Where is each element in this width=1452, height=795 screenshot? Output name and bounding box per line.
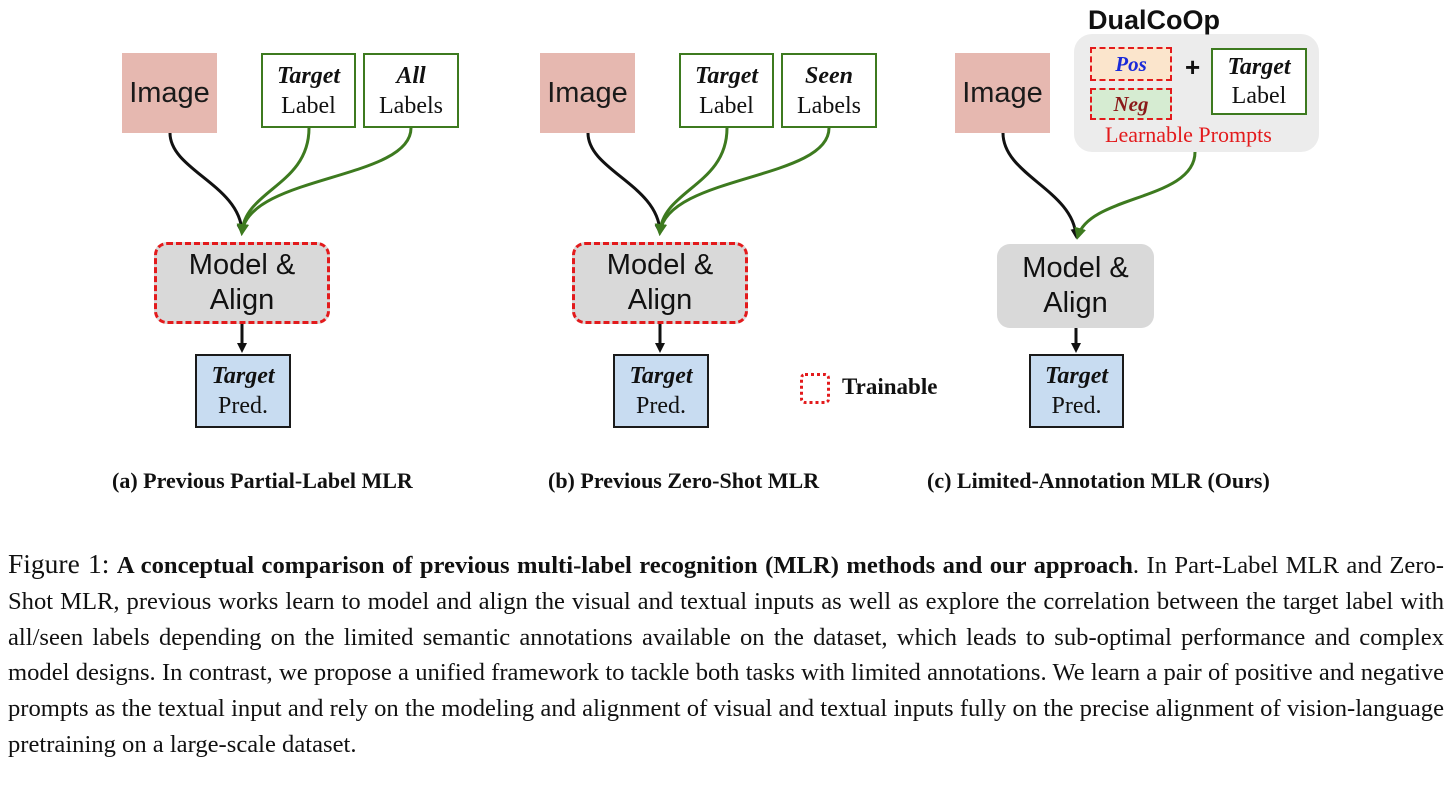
panel-a-target-label-box: Target Label [261,53,356,128]
panel-a-all-labels-em: All [396,62,426,89]
panel-a-pred-em: Target [211,363,275,389]
panel-c-target-label-text: Label [1231,82,1287,109]
panel-b-model-line1: Model & [606,249,714,281]
panel-b-target-pred-box: Target Pred. [613,354,709,428]
panel-b-image-box: Image [540,53,635,133]
arrow-b-image-to-model [586,132,665,235]
panel-c-image-box: Image [955,53,1050,133]
arrow-b-target-to-model [654,127,729,236]
panel-c-model-align-box: Model & Align [997,244,1154,328]
panel-a-subcaption: (a) Previous Partial-Label MLR [112,468,413,493]
panel-c-target-label-em: Target [1227,53,1291,80]
panel-b-seen-labels-em: Seen [805,62,853,89]
panel-b-seen-labels-text: Labels [797,92,861,119]
panel-a-image-box: Image [122,53,217,133]
panel-a-pred-text: Pred. [218,393,268,419]
panel-c-pred-em: Target [1044,363,1109,389]
panel-a-all-labels-text: Labels [379,92,443,119]
panel-b-target-label-em: Target [694,62,759,89]
panel-c-model-line2: Align [1043,287,1108,319]
panel-b-pred-em: Target [629,363,693,389]
panel-a-image-label: Image [129,76,210,109]
arrow-b-seen-to-model [655,127,831,236]
panel-a-all-labels-box: All Labels [363,53,459,128]
panel-c-target-pred-box: Target Pred. [1029,354,1124,428]
arrow-c-image-to-model [1001,132,1081,239]
panel-c-pred-text: Pred. [1051,393,1102,419]
arrow-a-all-to-model [237,127,413,236]
panel-b-pred-text: Pred. [636,393,686,419]
caption-bold-title: A conceptual comparison of previous mult… [116,552,1133,579]
arrow-a-image-to-model [168,132,247,235]
arrow-a-target-to-model [236,127,311,236]
panel-b-image-label: Image [547,76,628,109]
panel-b-target-label-text: Label [699,92,754,119]
neg-prompt-box: Neg [1090,88,1172,120]
panel-a-model-line2: Align [209,284,275,316]
figure: Image Target Label All Labels Model & Al… [112,5,1319,493]
plus-sign: + [1185,52,1201,82]
trainable-legend-swatch [800,373,830,404]
dualcoop-title: DualCoOp [1088,5,1220,35]
trainable-legend-label: Trainable [842,374,938,399]
panel-c-target-label-box: Target Label [1211,48,1307,115]
pos-prompt-box: Pos [1090,47,1172,81]
panel-b-subcaption: (b) Previous Zero-Shot MLR [548,468,820,493]
caption-figure-label: Figure 1: [8,548,110,579]
panel-b-model-line2: Align [627,284,693,316]
panel-a-model-line1: Model & [188,249,296,281]
arrows-layer [168,127,1197,353]
panel-a-target-pred-box: Target Pred. [195,354,291,428]
panel-c-subcaption: (c) Limited-Annotation MLR (Ours) [927,468,1270,493]
learnable-prompts-label: Learnable Prompts [1105,122,1272,147]
caption-body: . In Part-Label MLR and Zero-Shot MLR, p… [8,552,1444,758]
panel-a-target-label-em: Target [276,62,341,89]
panel-c-model-line1: Model & [1022,252,1129,284]
panel-b-target-label-box: Target Label [679,53,774,128]
panel-b-seen-labels-box: Seen Labels [781,53,877,128]
panel-b-model-align-box: Model & Align [572,242,748,324]
arrow-c-prompts-to-model [1074,151,1197,240]
panel-a-target-label-text: Label [281,92,336,119]
panel-c-image-label: Image [962,76,1043,109]
panel-a-model-align-box: Model & Align [154,242,330,324]
figure-caption: Figure 1: A conceptual comparison of pre… [8,546,1444,763]
